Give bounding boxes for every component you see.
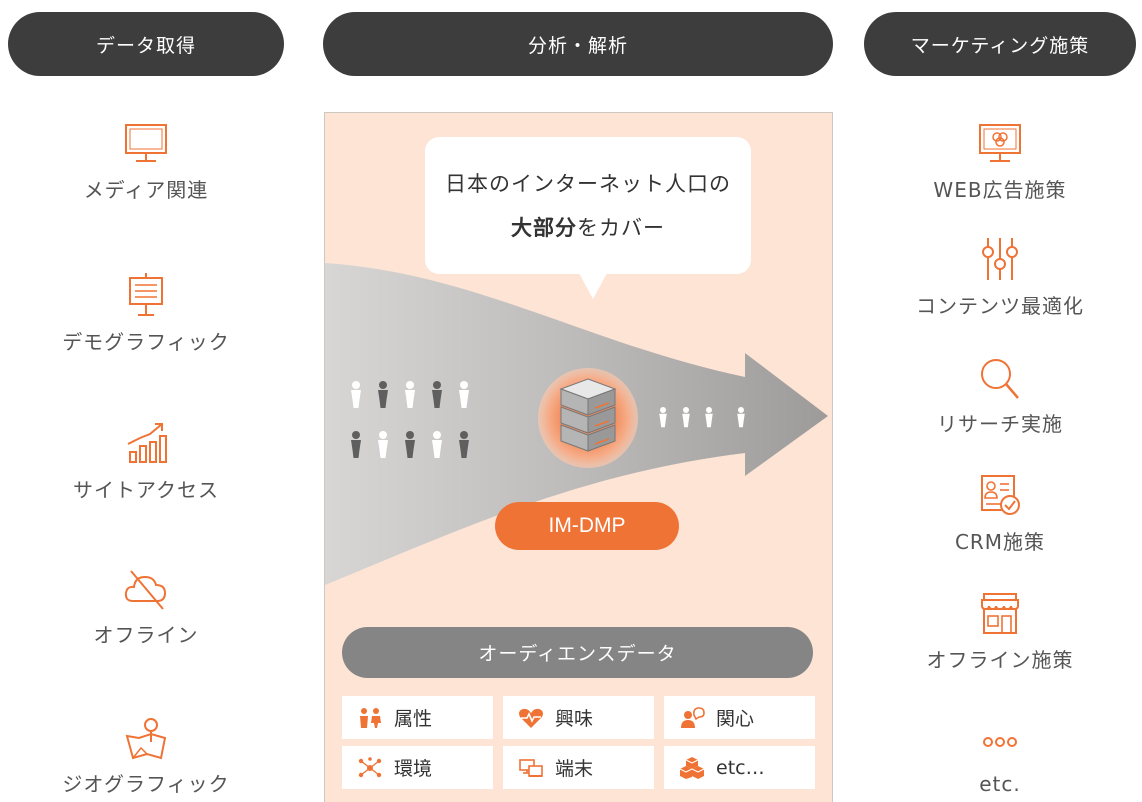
bubble-rest-text: をカバー: [577, 215, 665, 240]
tile-environment: 環境: [342, 746, 493, 789]
right-item-crm: CRM施策: [864, 474, 1136, 555]
monitor-icon: [125, 124, 167, 162]
person-figure: [705, 407, 713, 428]
tile-concern: 関心: [664, 696, 815, 739]
bubble-line-1: 日本のインターネット人口の: [445, 171, 731, 196]
map-pin-icon: [125, 718, 167, 760]
sliders-icon: [982, 238, 1018, 280]
left-item-label: ジオグラフィック: [62, 772, 230, 796]
tile-attribute: 属性: [342, 696, 493, 739]
left-item-site-access: サイトアクセス: [8, 420, 284, 503]
people-icon: [356, 707, 384, 729]
tile-label: etc…: [716, 756, 765, 779]
person-figure: [351, 431, 361, 458]
right-item-etc: etc.: [864, 720, 1136, 796]
bubble-tail: [579, 273, 607, 299]
tile-label: 環境: [394, 758, 433, 780]
tile-device: 端末: [503, 746, 654, 789]
presentation-board-icon: [129, 273, 163, 316]
tile-interest: 興味: [503, 696, 654, 739]
right-item-label: etc.: [979, 772, 1021, 796]
right-item-research: リサーチ実施: [864, 356, 1136, 437]
more-dots-icon: [983, 737, 1017, 747]
coverage-speech-bubble: 日本のインターネット人口の 大部分をカバー: [425, 137, 751, 274]
devices-icon: [517, 757, 545, 779]
analysis-panel: 日本のインターネット人口の 大部分をカバー IM-DMP オーディエンスデータ …: [324, 112, 833, 802]
network-icon: [356, 756, 384, 779]
right-item-label: オフライン施策: [926, 648, 1074, 672]
person-figure: [378, 381, 388, 408]
person-figure: [737, 407, 745, 428]
right-item-label: コンテンツ最適化: [916, 294, 1084, 318]
person-figure: [432, 431, 442, 458]
crm-card-icon: [981, 475, 1020, 515]
left-item-label: サイトアクセス: [73, 478, 219, 502]
tile-etc: etc…: [664, 746, 815, 789]
person-figure: [405, 431, 415, 458]
server-icon: [559, 378, 617, 452]
right-item-offline-measures: オフライン施策: [864, 592, 1136, 673]
magnifier-icon: [981, 359, 1019, 399]
person-figure: [432, 381, 442, 408]
person-figure: [378, 431, 388, 458]
person-figure: [682, 407, 690, 428]
tile-label: 属性: [394, 708, 433, 730]
people-crowd-left: [351, 381, 469, 458]
left-item-label: オフライン: [93, 623, 199, 647]
tile-label: 関心: [716, 708, 755, 730]
person-figure: [459, 431, 469, 458]
right-item-label: CRM施策: [954, 530, 1046, 554]
header-marketing-measures: マーケティング施策: [864, 12, 1136, 76]
right-item-label: WEB広告施策: [933, 178, 1067, 202]
header-analysis: 分析・解析: [323, 12, 833, 76]
bubble-line-2: 大部分をカバー: [511, 206, 665, 250]
audience-data-bar: オーディエンスデータ: [342, 627, 813, 678]
cubes-icon: [678, 756, 706, 779]
person-figure: [459, 381, 469, 408]
bar-chart-growth-icon: [127, 423, 167, 463]
people-crowd-right: [659, 407, 745, 428]
right-item-content-optimization: コンテンツ最適化: [864, 236, 1136, 319]
storefront-icon: [981, 593, 1019, 634]
header-data-acquisition: データ取得: [8, 12, 284, 76]
right-item-label: リサーチ実施: [937, 412, 1063, 436]
data-funnel-arrow: [325, 263, 828, 585]
left-item-offline: オフライン: [8, 567, 284, 648]
bubble-bold-text: 大部分: [511, 215, 577, 240]
person-figure: [659, 407, 667, 428]
person-figure: [351, 381, 361, 408]
heart-pulse-icon: [517, 707, 545, 729]
web-ad-monitor-icon: [979, 124, 1021, 162]
tile-label: 興味: [555, 708, 594, 730]
left-item-geographic: ジオグラフィック: [8, 716, 284, 797]
right-item-web-ad: WEB広告施策: [864, 122, 1136, 203]
left-item-media: メディア関連: [8, 122, 284, 203]
im-dmp-badge: IM-DMP: [495, 502, 679, 550]
tile-label: 端末: [555, 758, 594, 780]
left-item-demographic: デモグラフィック: [8, 272, 284, 355]
person-figure: [405, 381, 415, 408]
left-item-label: デモグラフィック: [62, 330, 230, 354]
cloud-off-icon: [124, 570, 167, 610]
person-thought-icon: [678, 706, 706, 729]
left-item-label: メディア関連: [83, 178, 209, 202]
